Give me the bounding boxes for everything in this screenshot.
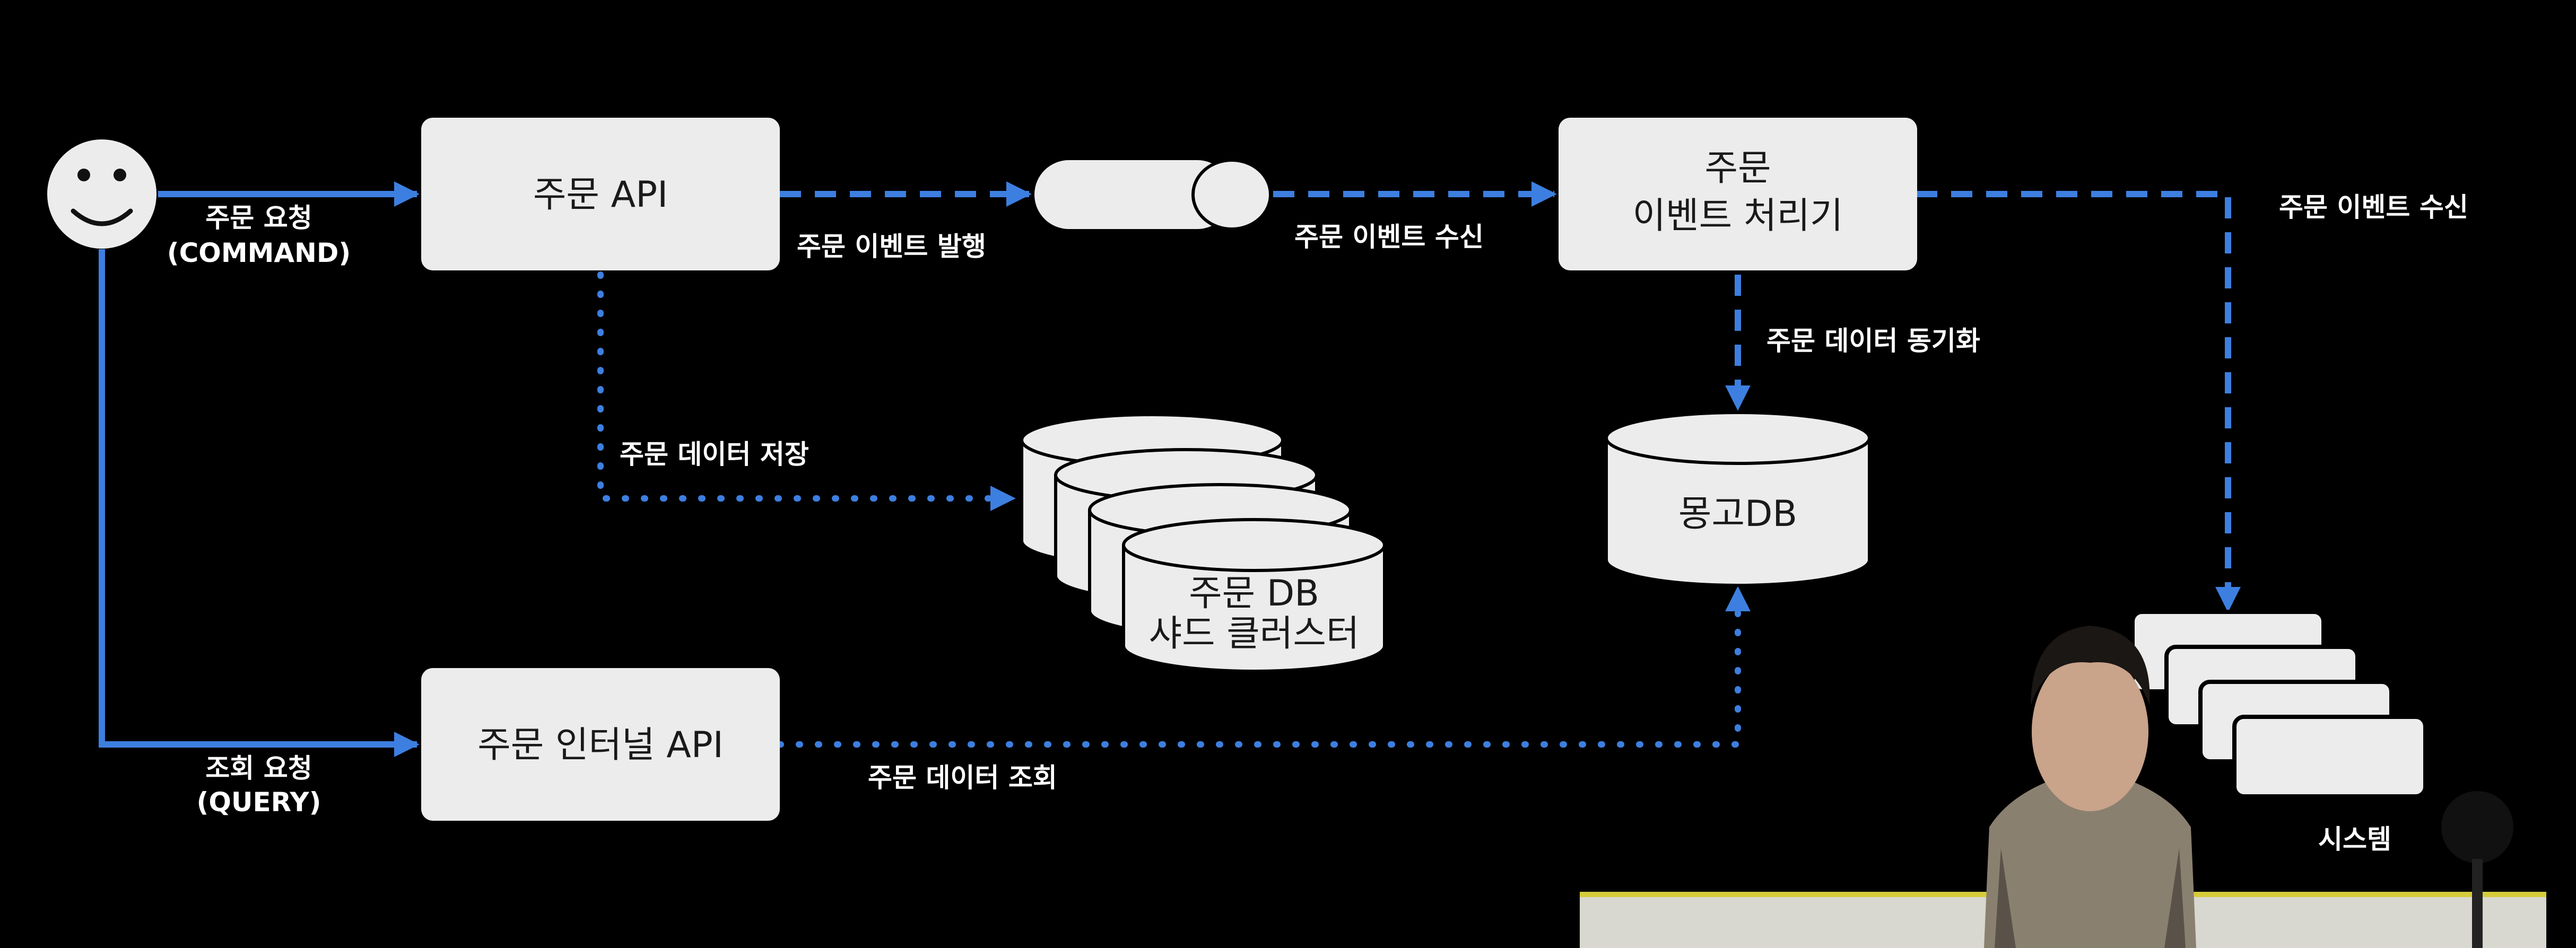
data-sync-label: 주문 데이터 동기화 bbox=[1766, 326, 1980, 356]
event-receive-label-2: 주문 이벤트 수신 bbox=[2279, 192, 2468, 223]
event-receive-label: 주문 이벤트 수신 bbox=[1294, 222, 1484, 252]
smiley-face-icon bbox=[47, 139, 156, 249]
order-request-label-1: 주문 요청 bbox=[205, 203, 312, 233]
order-internal-api-box: 주문 인터널 API bbox=[421, 668, 780, 821]
order-api-label: 주문 API bbox=[533, 174, 668, 216]
query-arrow bbox=[99, 249, 420, 757]
external-system-stack bbox=[2130, 610, 2427, 798]
data-save-label: 주문 데이터 저장 bbox=[620, 439, 809, 470]
event-processor-label-1: 주문 bbox=[1704, 147, 1771, 189]
order-api-box: 주문 API bbox=[421, 118, 780, 270]
order-db-shard-cluster: 주문 DB 샤드 클러스터 bbox=[1020, 413, 1386, 673]
presenter-video-overlay bbox=[1580, 626, 2546, 948]
mongo-db-cylinder: 몽고DB bbox=[1605, 411, 1871, 587]
event-receive-arrow-2 bbox=[1916, 191, 2241, 612]
data-save-arrow bbox=[597, 271, 1016, 511]
mongo-db-label: 몽고DB bbox=[1678, 493, 1797, 535]
external-system-label: 시스템 bbox=[2318, 824, 2391, 855]
message-queue-icon bbox=[1034, 159, 1272, 231]
order-request-label-2: (COMMAND) bbox=[167, 238, 351, 268]
data-query-arrow bbox=[777, 585, 1751, 748]
order-db-label-2: 샤드 클러스터 bbox=[1149, 613, 1360, 655]
data-query-label: 주문 데이터 조회 bbox=[868, 762, 1057, 793]
order-internal-api-label: 주문 인터널 API bbox=[477, 724, 724, 766]
query-request-label-1: 조회 요청 bbox=[205, 753, 312, 784]
event-processor-label-2: 이벤트 처리기 bbox=[1633, 195, 1843, 237]
event-publish-label: 주문 이벤트 발행 bbox=[797, 231, 986, 262]
query-request-label-2: (QUERY) bbox=[197, 787, 321, 818]
event-processor-box: 주문 이벤트 처리기 bbox=[1559, 118, 1917, 270]
order-db-label-1: 주문 DB bbox=[1189, 573, 1319, 615]
